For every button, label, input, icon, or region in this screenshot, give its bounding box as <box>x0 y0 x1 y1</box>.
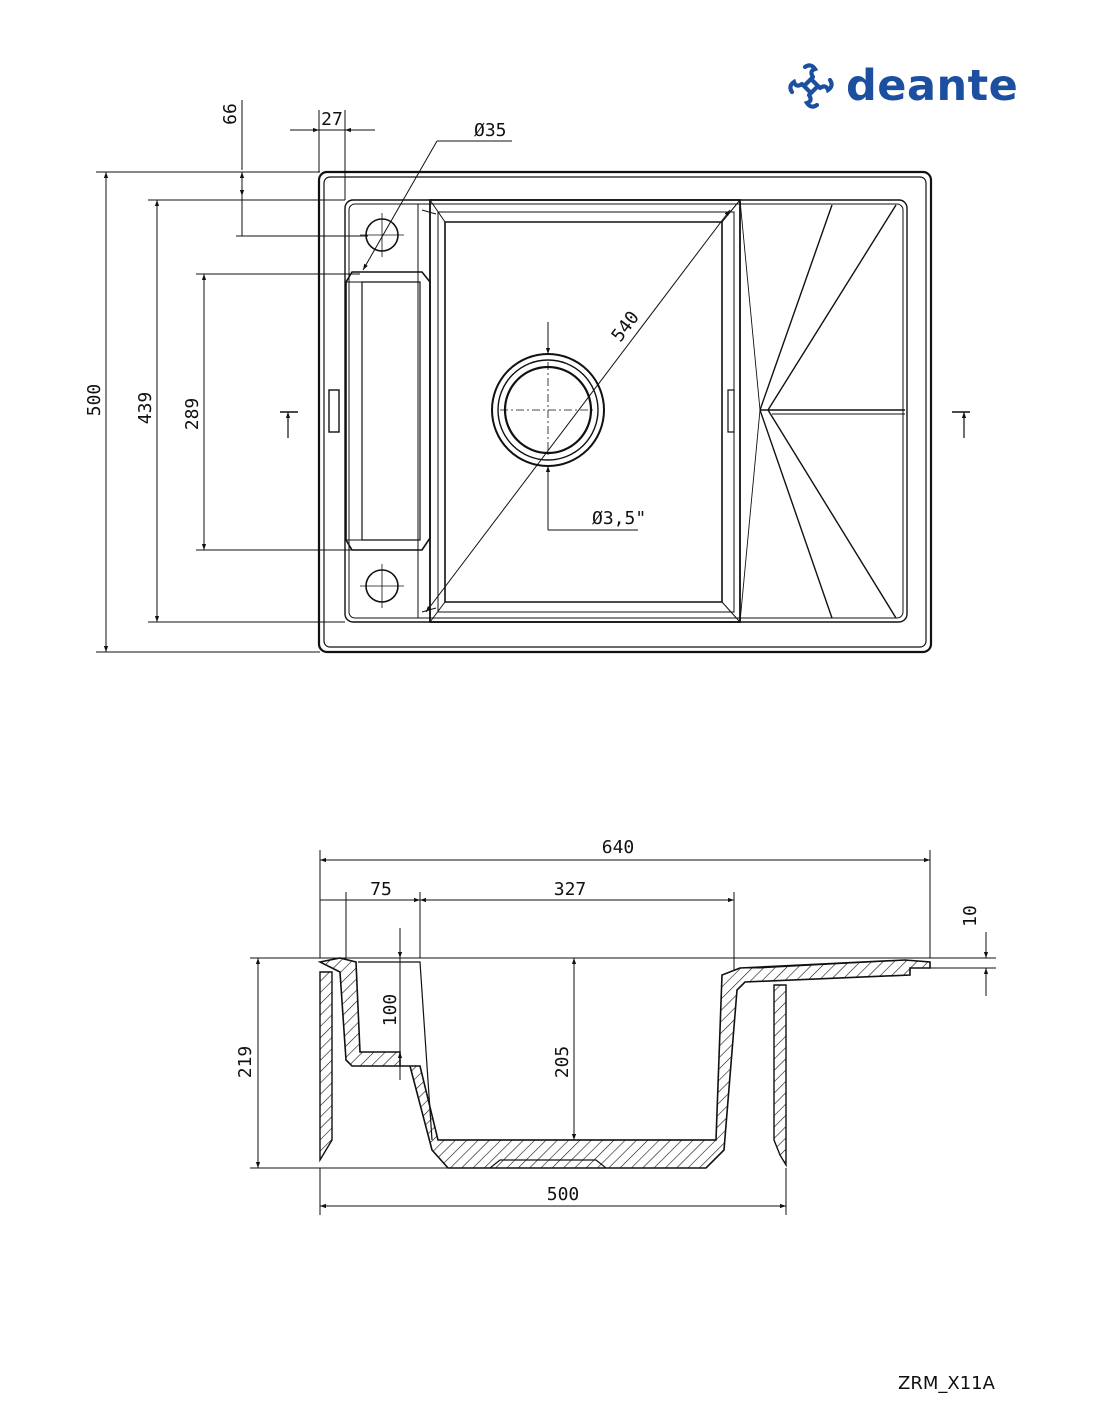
dim-640: 640 <box>602 837 635 858</box>
drainboard <box>759 204 905 619</box>
dim-205: 205 <box>552 1046 573 1079</box>
accessory-slot <box>345 271 431 551</box>
dim-439: 439 <box>135 392 156 425</box>
dim-540: 540 <box>607 307 643 346</box>
dim-289: 289 <box>182 398 203 431</box>
dim-d35: Ø35 <box>474 120 507 141</box>
dim-10: 10 <box>960 905 981 927</box>
side-dimensions <box>250 850 996 1215</box>
side-view <box>317 957 931 1169</box>
deante-logo-icon <box>788 63 834 109</box>
dim-100: 100 <box>380 994 401 1027</box>
cabinet-wall-right <box>773 984 787 1168</box>
top-dimensions <box>96 100 731 653</box>
dim-500-top: 500 <box>84 384 105 417</box>
top-view <box>280 170 970 654</box>
cabinet-wall-left <box>319 971 333 1163</box>
sink-outline <box>317 170 933 654</box>
dim-d35-inch: Ø3,5" <box>592 508 646 529</box>
main-bowl <box>429 199 741 623</box>
dim-27: 27 <box>321 109 343 130</box>
dim-327: 327 <box>554 879 587 900</box>
dim-75: 75 <box>370 879 392 900</box>
model-code: ZRM_X11A <box>898 1373 995 1394</box>
brand-name: deante <box>846 61 1019 111</box>
brand-logo: deante <box>786 58 1018 114</box>
dim-66: 66 <box>220 103 241 125</box>
sink-section <box>317 957 931 1169</box>
dim-219: 219 <box>235 1046 256 1079</box>
dim-500-side: 500 <box>547 1184 580 1205</box>
side-dimension-labels: 640 75 327 10 219 100 205 500 <box>235 837 981 1205</box>
